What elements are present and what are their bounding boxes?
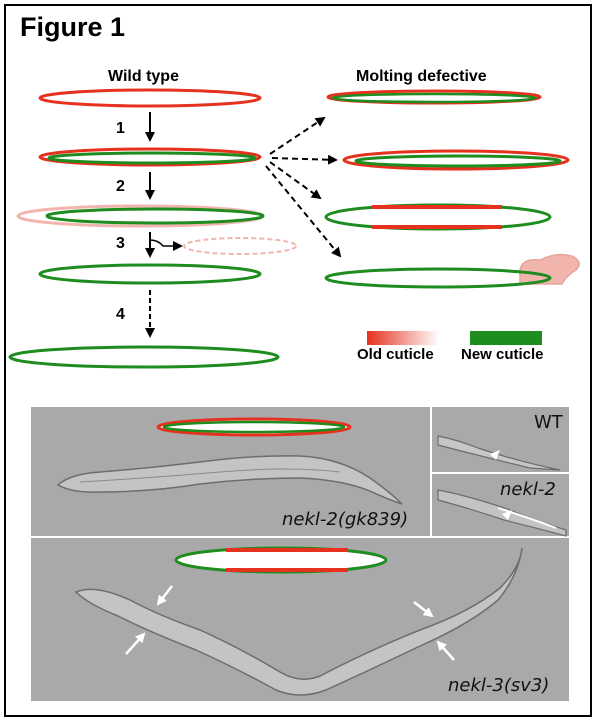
nekl2-cuticle-icon bbox=[156, 417, 352, 437]
figure-title: Figure 1 bbox=[20, 12, 126, 42]
defect-cuticle-b bbox=[342, 149, 570, 171]
defect-cuticle-c bbox=[324, 203, 552, 231]
wt-old-cuticle bbox=[38, 88, 262, 108]
defect-arrow-d bbox=[265, 165, 342, 258]
legend-new-cuticle-label: New cuticle bbox=[461, 346, 544, 363]
legend-old-cuticle-swatch bbox=[367, 331, 439, 345]
nekl3-arrow-4-icon bbox=[436, 640, 455, 661]
legend-old-cuticle-label: Old cuticle bbox=[357, 346, 434, 363]
defect-cuticle-a bbox=[326, 89, 542, 105]
step-label-2: 2 bbox=[116, 178, 125, 195]
nekl3-arrow-2-icon bbox=[125, 632, 146, 655]
nekl2-panel-label: nekl-2(gk839) bbox=[282, 509, 409, 530]
molting-defective-heading: Molting defective bbox=[356, 68, 487, 85]
defect-cuticle-d bbox=[324, 253, 580, 289]
wt-double-cuticle bbox=[38, 147, 262, 167]
wt-new-cuticle bbox=[38, 263, 262, 285]
figure-frame bbox=[4, 4, 592, 717]
defect-arrow-c bbox=[269, 161, 322, 200]
nekl3-arrow-3-icon bbox=[413, 601, 434, 618]
micrograph-nekl2-panel bbox=[31, 407, 430, 536]
wild-type-heading: Wild type bbox=[108, 68, 179, 85]
micrograph-nekl2-inset bbox=[432, 474, 569, 537]
defect-arrow-a bbox=[269, 116, 326, 155]
nekl3-arrow-1-icon bbox=[156, 585, 173, 606]
wt-separating-cuticle bbox=[16, 204, 265, 228]
micrograph-wt-inset bbox=[432, 407, 569, 472]
nekl3-cuticle-icon bbox=[174, 546, 388, 574]
wt-shed-arrow bbox=[149, 239, 183, 251]
nekl3-panel-label: nekl-3(sv3) bbox=[448, 675, 550, 696]
wt-arrowhead-icon bbox=[490, 450, 500, 460]
legend-new-cuticle-swatch bbox=[470, 331, 542, 345]
nekl2-arrowhead-icon bbox=[502, 510, 512, 520]
defect-arrow-b bbox=[271, 154, 338, 165]
wt-grown-cuticle bbox=[8, 345, 280, 369]
wt-shed-old-cuticle bbox=[183, 237, 297, 255]
step-label-4: 4 bbox=[116, 306, 125, 323]
step-label-3: 3 bbox=[116, 235, 125, 252]
nekl2-inset-label: nekl-2 bbox=[500, 479, 556, 500]
step-label-1: 1 bbox=[116, 120, 125, 137]
micrograph-nekl3-panel bbox=[31, 538, 569, 701]
wt-inset-label: WT bbox=[534, 412, 563, 433]
